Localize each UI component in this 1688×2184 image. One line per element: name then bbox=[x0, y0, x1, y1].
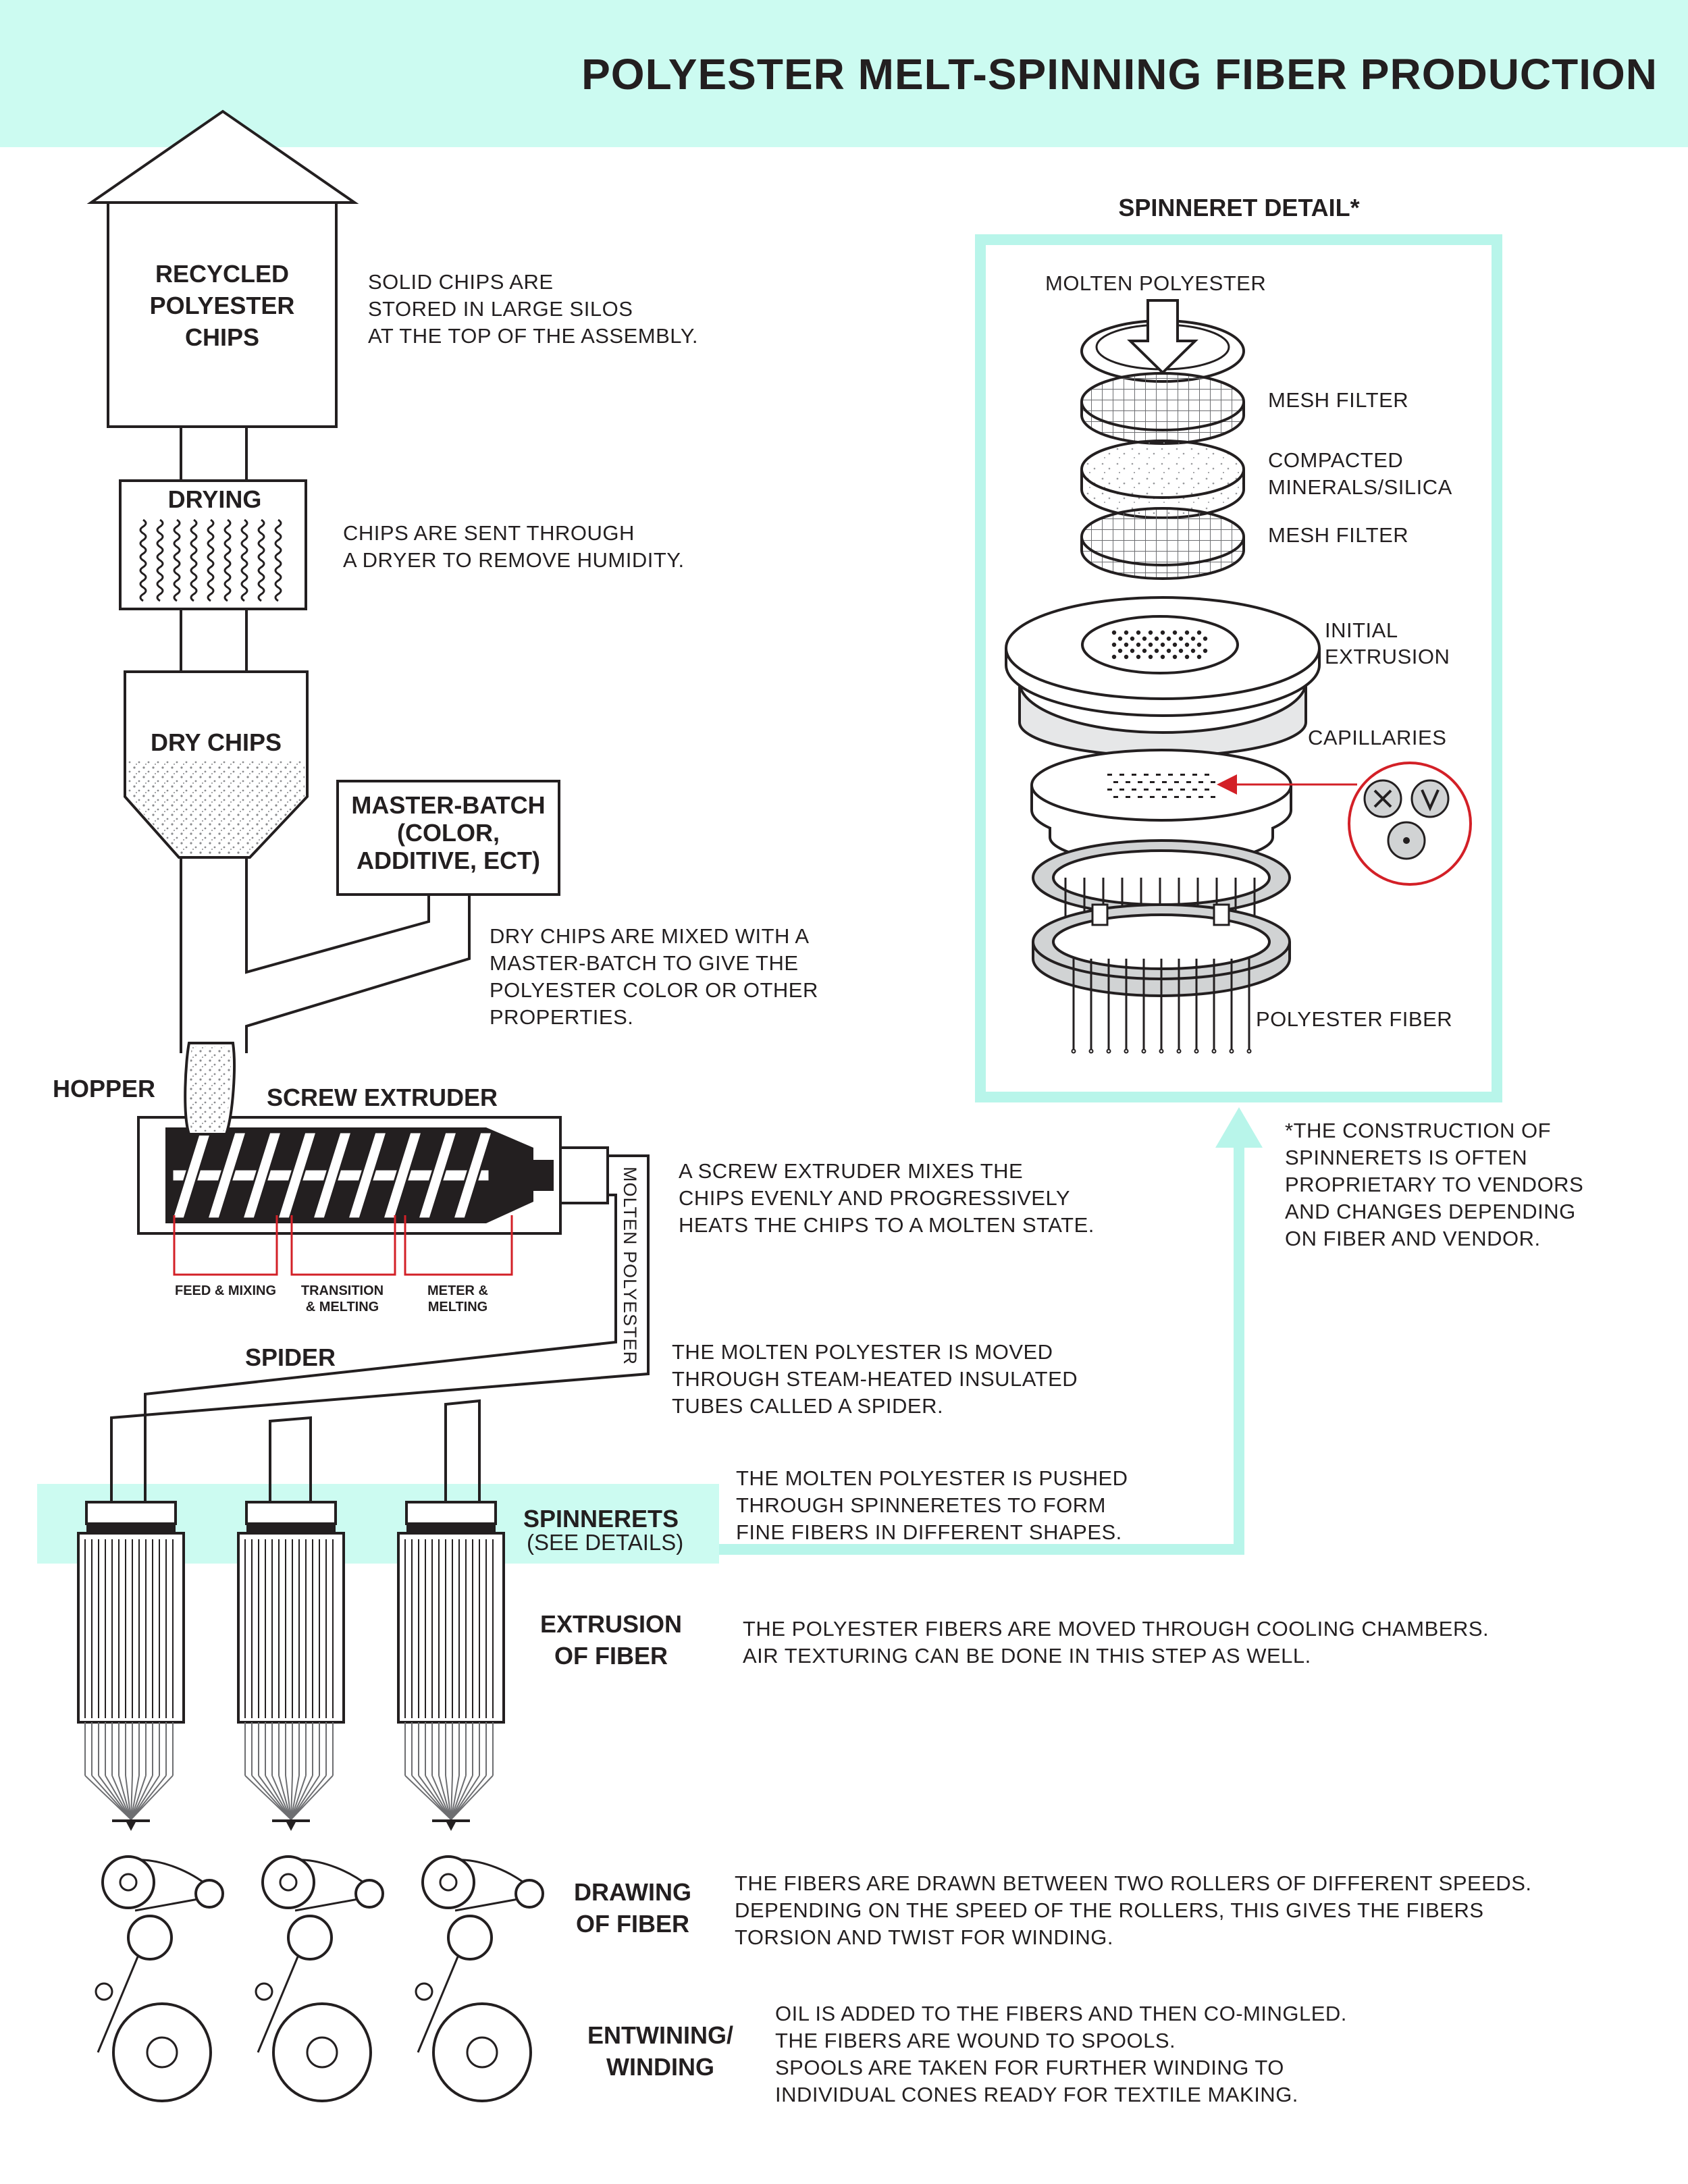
hopper-label: HOPPER bbox=[53, 1075, 155, 1102]
drawing-label-1: DRAWING bbox=[574, 1878, 691, 1906]
detail-frame bbox=[975, 234, 1502, 1102]
svg-text:*THE CONSTRUCTION OF: *THE CONSTRUCTION OF bbox=[1285, 1119, 1551, 1142]
molten-tube-label: MOLTEN POLYESTER bbox=[620, 1167, 640, 1365]
svg-text:ON FIBER AND VENDOR.: ON FIBER AND VENDOR. bbox=[1285, 1227, 1541, 1250]
dryer: DRYING bbox=[119, 479, 307, 610]
mixing-pipes bbox=[180, 857, 471, 1053]
svg-text:DEPENDING ON THE SPEED OF THE: DEPENDING ON THE SPEED OF THE ROLLERS, T… bbox=[735, 1898, 1484, 1922]
silo-label-2: POLYESTER bbox=[150, 292, 295, 319]
winding-note: OIL IS ADDED TO THE FIBERS AND THEN CO-M… bbox=[775, 2002, 1347, 2106]
svg-text:TRANSITION: TRANSITION bbox=[301, 1283, 384, 1298]
svg-text:METER &: METER & bbox=[427, 1283, 488, 1298]
svg-text:POLYESTER FIBER: POLYESTER FIBER bbox=[1256, 1007, 1452, 1031]
screw-extruder: FEED & MIXING TRANSITION & MELTING METER… bbox=[137, 1042, 609, 1314]
svg-text:FEED & MIXING: FEED & MIXING bbox=[175, 1283, 276, 1298]
svg-text:CHIPS ARE SENT THROUGH: CHIPS ARE SENT THROUGH bbox=[343, 521, 635, 545]
svg-text:MASTER-BATCH TO GIVE THE: MASTER-BATCH TO GIVE THE bbox=[490, 951, 799, 975]
svg-text:STORED IN LARGE SILOS: STORED IN LARGE SILOS bbox=[368, 297, 633, 321]
svg-text:THE MOLTEN POLYESTER IS MOVED: THE MOLTEN POLYESTER IS MOVED bbox=[672, 1340, 1053, 1364]
svg-text:FINE FIBERS IN DIFFERENT SHAPE: FINE FIBERS IN DIFFERENT SHAPES. bbox=[736, 1520, 1122, 1544]
extruder-label: SCREW EXTRUDER bbox=[267, 1084, 498, 1111]
spinneret-exploded-view bbox=[1005, 299, 1472, 1054]
spinning-units bbox=[77, 1501, 544, 2102]
svg-text:ADDITIVE, ECT): ADDITIVE, ECT) bbox=[357, 847, 540, 874]
svg-text:THE FIBERS ARE DRAWN BETWEEN T: THE FIBERS ARE DRAWN BETWEEN TWO ROLLERS… bbox=[735, 1871, 1532, 1895]
detail-labels: MOLTEN POLYESTER MESH FILTER COMPACTED M… bbox=[1045, 271, 1452, 1031]
svg-text:AIR TEXTURING CAN BE DONE IN T: AIR TEXTURING CAN BE DONE IN THIS STEP A… bbox=[743, 1644, 1311, 1668]
drawing-note: THE FIBERS ARE DRAWN BETWEEN TWO ROLLERS… bbox=[735, 1871, 1532, 1949]
title-banner bbox=[0, 0, 1688, 147]
svg-text:SOLID CHIPS ARE: SOLID CHIPS ARE bbox=[368, 270, 554, 294]
svg-text:AT THE TOP OF THE ASSEMBLY.: AT THE TOP OF THE ASSEMBLY. bbox=[368, 324, 698, 348]
drying-note: CHIPS ARE SENT THROUGH A DRYER TO REMOVE… bbox=[343, 521, 685, 572]
detail-connector bbox=[719, 1107, 1263, 1555]
svg-text:THE MOLTEN POLYESTER IS PUSHED: THE MOLTEN POLYESTER IS PUSHED bbox=[736, 1466, 1128, 1490]
detail-footnote: *THE CONSTRUCTION OF SPINNERETS IS OFTEN… bbox=[1285, 1119, 1583, 1250]
svg-text:SPOOLS ARE TAKEN FOR FURTHER W: SPOOLS ARE TAKEN FOR FURTHER WINDING TO bbox=[775, 2056, 1284, 2079]
master-batch: MASTER-BATCH (COLOR, ADDITIVE, ECT) bbox=[336, 780, 560, 896]
drawing-label-2: OF FIBER bbox=[576, 1910, 689, 1938]
spider-pipes: MOLTEN POLYESTER bbox=[110, 1154, 650, 1502]
svg-text:TUBES CALLED A SPIDER.: TUBES CALLED A SPIDER. bbox=[672, 1394, 943, 1418]
silo-label-1: RECYCLED bbox=[155, 260, 289, 288]
spider-note: THE MOLTEN POLYESTER IS MOVED THROUGH ST… bbox=[672, 1340, 1078, 1418]
svg-text:MESH FILTER: MESH FILTER bbox=[1268, 523, 1408, 547]
extruder-note: A SCREW EXTRUDER MIXES THE CHIPS EVENLY … bbox=[679, 1159, 1094, 1237]
winding-label-2: WINDING bbox=[606, 2053, 714, 2081]
svg-text:AND CHANGES DEPENDING: AND CHANGES DEPENDING bbox=[1285, 1200, 1576, 1223]
spinnerets-label: SPINNERETS bbox=[523, 1505, 679, 1533]
svg-text:MOLTEN POLYESTER: MOLTEN POLYESTER bbox=[1045, 271, 1266, 295]
page-title: POLYESTER MELT-SPINNING FIBER PRODUCTION bbox=[581, 50, 1658, 99]
svg-text:TORSION AND TWIST FOR WINDING.: TORSION AND TWIST FOR WINDING. bbox=[735, 1925, 1113, 1949]
mix-note: DRY CHIPS ARE MIXED WITH A MASTER-BATCH … bbox=[490, 924, 818, 1029]
svg-text:MELTING: MELTING bbox=[428, 1300, 488, 1314]
svg-text:INDIVIDUAL CONES READY FOR TEX: INDIVIDUAL CONES READY FOR TEXTILE MAKIN… bbox=[775, 2083, 1298, 2106]
svg-text:COMPACTED: COMPACTED bbox=[1268, 448, 1403, 472]
svg-text:OIL IS ADDED TO THE FIBERS AND: OIL IS ADDED TO THE FIBERS AND THEN CO-M… bbox=[775, 2002, 1347, 2025]
silo: RECYCLED POLYESTER CHIPS bbox=[86, 109, 359, 428]
svg-text:A DRYER TO REMOVE HUMIDITY.: A DRYER TO REMOVE HUMIDITY. bbox=[343, 548, 685, 572]
spider-label: SPIDER bbox=[245, 1343, 336, 1371]
drying-label: DRYING bbox=[168, 485, 262, 513]
svg-text:PROPRIETARY TO VENDORS: PROPRIETARY TO VENDORS bbox=[1285, 1173, 1583, 1196]
svg-text:THE FIBERS ARE WOUND TO SPOOLS: THE FIBERS ARE WOUND TO SPOOLS. bbox=[775, 2029, 1176, 2052]
svg-text:THROUGH STEAM-HEATED INSULATED: THROUGH STEAM-HEATED INSULATED bbox=[672, 1367, 1078, 1391]
extrusion-label-2: OF FIBER bbox=[554, 1642, 668, 1670]
svg-text:A SCREW EXTRUDER MIXES THE: A SCREW EXTRUDER MIXES THE bbox=[679, 1159, 1023, 1183]
svg-text:MESH FILTER: MESH FILTER bbox=[1268, 388, 1408, 412]
svg-text:POLYESTER COLOR OR OTHER: POLYESTER COLOR OR OTHER bbox=[490, 978, 818, 1002]
svg-text:DRY CHIPS ARE MIXED WITH A: DRY CHIPS ARE MIXED WITH A bbox=[490, 924, 810, 948]
svg-text:THROUGH SPINNERETES TO FORM: THROUGH SPINNERETES TO FORM bbox=[736, 1493, 1106, 1517]
dry-chips-label: DRY CHIPS bbox=[151, 728, 282, 756]
svg-text:CHIPS EVENLY AND PROGRESSIVELY: CHIPS EVENLY AND PROGRESSIVELY bbox=[679, 1186, 1070, 1210]
silo-label-3: CHIPS bbox=[185, 323, 259, 351]
extrusion-note: THE POLYESTER FIBERS ARE MOVED THROUGH C… bbox=[743, 1617, 1489, 1668]
svg-text:THE POLYESTER FIBERS ARE MOVE: THE POLYESTER FIBERS ARE MOVED THROUGH C… bbox=[743, 1617, 1489, 1641]
svg-text:EXTRUSION: EXTRUSION bbox=[1325, 645, 1450, 668]
svg-text:(COLOR,: (COLOR, bbox=[397, 819, 500, 847]
spinnerets-sub: (SEE DETAILS) bbox=[527, 1530, 683, 1555]
winding-label-1: ENTWINING/ bbox=[587, 2021, 733, 2049]
spinnerets-note: THE MOLTEN POLYESTER IS PUSHED THROUGH S… bbox=[736, 1466, 1128, 1544]
svg-text:MINERALS/SILICA: MINERALS/SILICA bbox=[1268, 475, 1452, 499]
detail-title: SPINNERET DETAIL* bbox=[1118, 194, 1359, 221]
extrusion-label-1: EXTRUSION bbox=[540, 1610, 682, 1638]
svg-text:PROPERTIES.: PROPERTIES. bbox=[490, 1005, 633, 1029]
svg-text:INITIAL: INITIAL bbox=[1325, 618, 1398, 642]
dry-chips-bin: DRY CHIPS bbox=[124, 670, 309, 859]
svg-text:SPINNERETS IS OFTEN: SPINNERETS IS OFTEN bbox=[1285, 1146, 1527, 1169]
silo-note: SOLID CHIPS ARE STORED IN LARGE SILOS AT… bbox=[368, 270, 698, 348]
svg-text:MASTER-BATCH: MASTER-BATCH bbox=[351, 791, 545, 819]
svg-text:CAPILLARIES: CAPILLARIES bbox=[1308, 726, 1446, 749]
svg-text:HEATS THE CHIPS TO A MOLTEN ST: HEATS THE CHIPS TO A MOLTEN STATE. bbox=[679, 1213, 1094, 1237]
svg-text:& MELTING: & MELTING bbox=[306, 1300, 379, 1314]
